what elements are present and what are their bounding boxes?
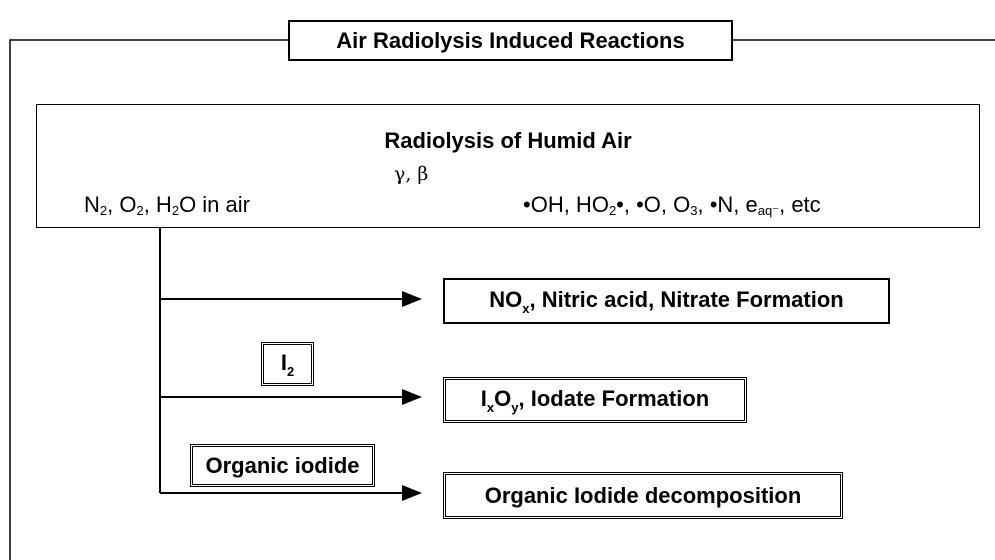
nox-product-box: NOx, Nitric acid, Nitrate Formation — [443, 278, 890, 324]
products-text: •OH, HO2•, •O, O3, •N, eaq⁻, etc — [523, 192, 821, 218]
reactants-text: N2, O2, H2O in air — [84, 192, 250, 218]
nox-product-label: NOx, Nitric acid, Nitrate Formation — [489, 286, 844, 316]
frame-title: Air Radiolysis Induced Reactions — [336, 27, 685, 53]
radiation-label: γ, β — [394, 163, 429, 185]
iodate-product-box: IxOy, Iodate Formation — [443, 377, 747, 423]
iodine-label: I2 — [280, 349, 295, 379]
organic-product-box: Organic Iodide decomposition — [443, 472, 843, 519]
iodate-product-label: IxOy, Iodate Formation — [480, 385, 710, 415]
organic-product-label: Organic Iodide decomposition — [484, 482, 802, 508]
organic-label-box: Organic iodide — [190, 444, 375, 487]
frame-border — [9, 39, 288, 560]
radiolysis-title: Radiolysis of Humid Air — [384, 128, 632, 153]
frame-title-box: Air Radiolysis Induced Reactions — [288, 20, 733, 61]
organic-label: Organic iodide — [205, 452, 360, 478]
iodine-label-box: I2 — [261, 342, 314, 386]
radiolysis-box — [36, 104, 980, 228]
